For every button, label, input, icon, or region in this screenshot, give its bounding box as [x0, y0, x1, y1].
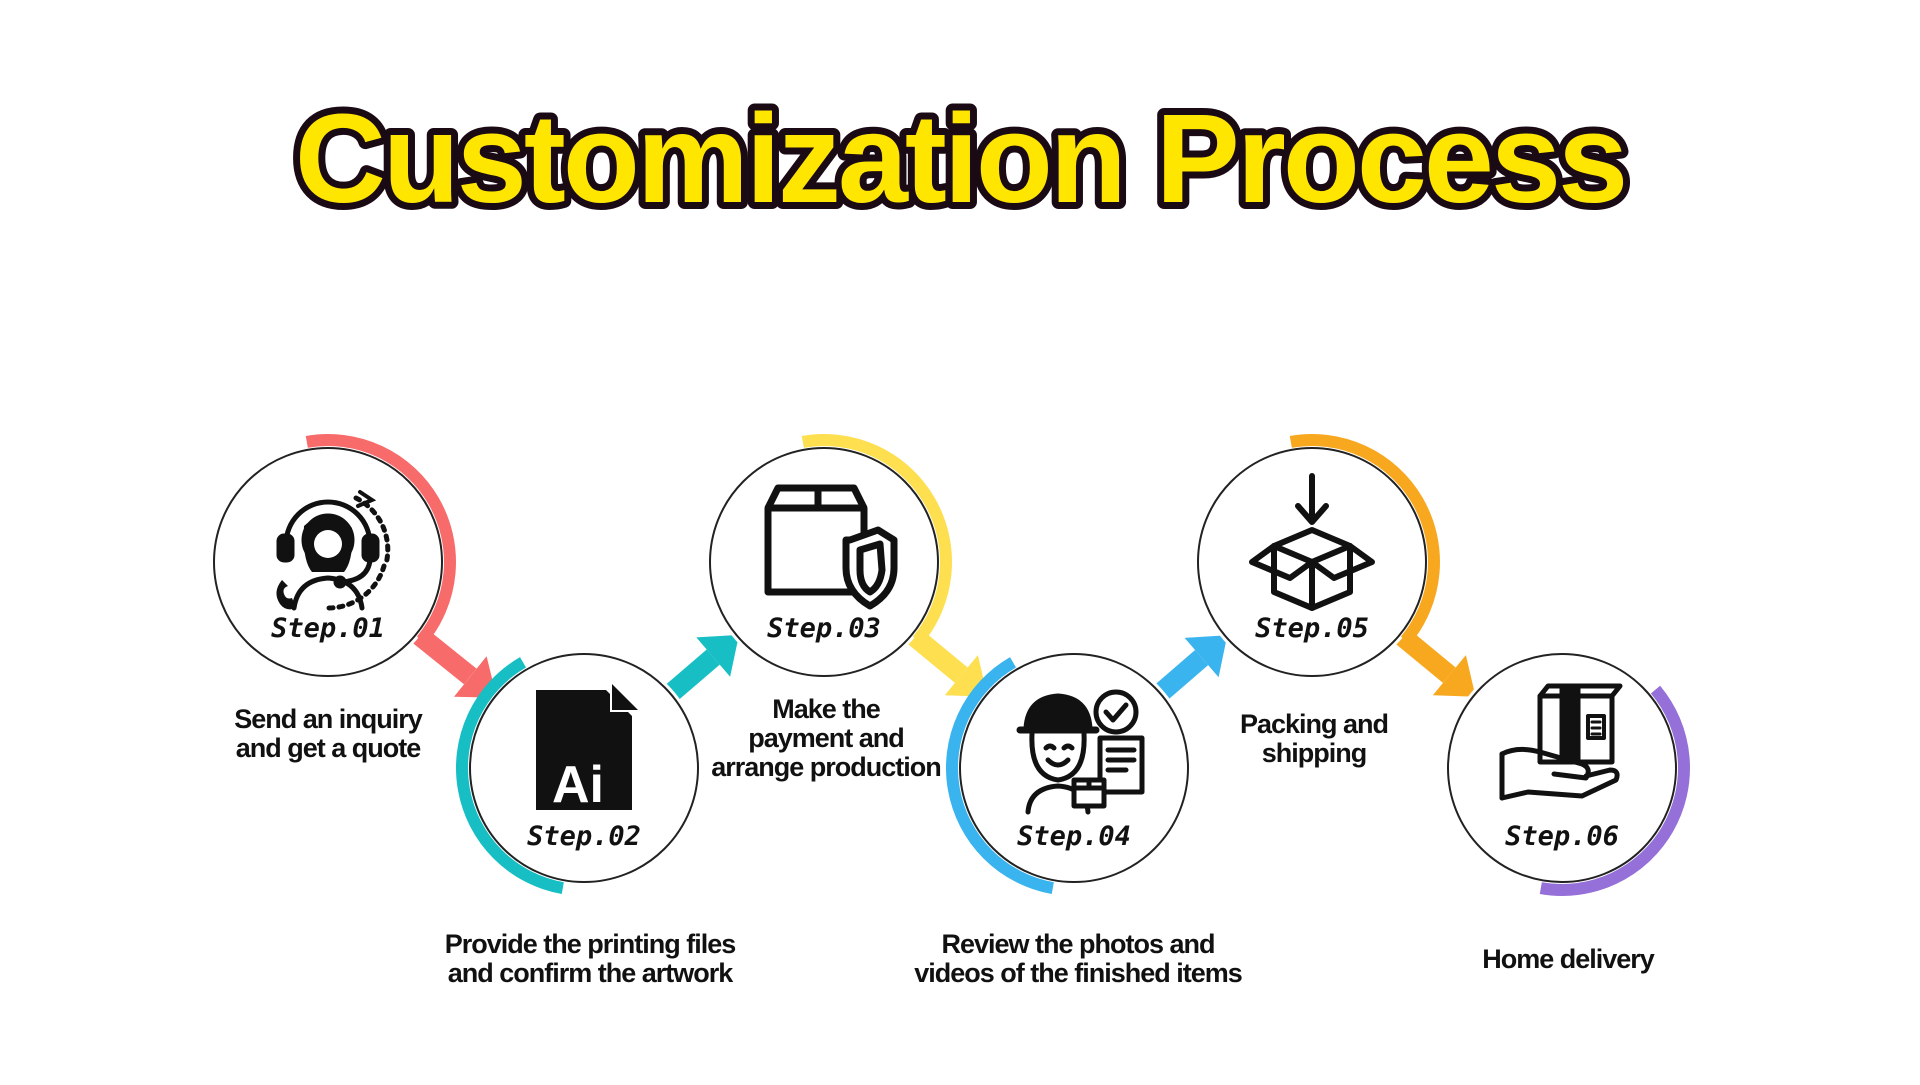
step-ring-outline-2: [469, 653, 699, 883]
step-circle-6: [1444, 650, 1680, 886]
connector-arrow-4-head: [1184, 635, 1228, 678]
page-title-outline: Customization Process: [295, 88, 1625, 229]
step-label-1: Step.01: [271, 613, 385, 644]
step-ring-outline-6: [1447, 653, 1677, 883]
step-description-5: Packing and shipping: [1239, 709, 1389, 768]
step-ring-accent-4: [946, 657, 1054, 895]
open-box-arrow-icon: [1249, 473, 1375, 611]
step-description-2: Provide the printing files and confirm t…: [444, 929, 737, 988]
box-shield-icon: [764, 484, 898, 610]
step-description-6: Home delivery: [1482, 944, 1655, 974]
ai-file-icon: Ai: [536, 684, 638, 814]
step-description-1: Send an inquiry and get a quote: [234, 704, 423, 763]
step-label-6: Step.06: [1505, 821, 1619, 852]
step-ring-accent-5: [1289, 434, 1440, 645]
step-label-2: Step.02: [527, 821, 641, 852]
step-ring-outline-5: [1197, 447, 1427, 677]
step-label-5: Step.05: [1255, 613, 1369, 644]
worker-inspection-icon: [1016, 689, 1145, 815]
step-ring-accent-6: [1539, 685, 1690, 896]
page-title: Customization Process: [295, 88, 1625, 229]
step-circle-4: [956, 650, 1192, 886]
svg-text:Ai: Ai: [552, 756, 604, 814]
step-labels: Step.01 Step.02 Step.03 Step.04 Step.05 …: [271, 613, 1619, 852]
step-ring-accent-3: [801, 434, 952, 645]
step-ring-accent-1: [305, 434, 456, 645]
step-label-4: Step.04: [1017, 821, 1131, 852]
step-description-3: Make the payment and arrange production: [711, 694, 942, 782]
customer-service-headset-icon: [276, 490, 391, 611]
step-description-4: Review the photos and videos of the fini…: [914, 929, 1243, 988]
connector-arrow-5-head: [1432, 655, 1476, 697]
step-circle-3: [706, 444, 942, 680]
step-ring-outline-3: [709, 447, 939, 677]
step-ring-accent-2: [456, 657, 564, 895]
connector-arrow-2-head: [696, 634, 739, 677]
step-label-3: Step.03: [767, 613, 881, 644]
hand-holding-package-icon: [1499, 683, 1623, 801]
step-ring-outline-4: [959, 653, 1189, 883]
step-ring-outline-1: [213, 447, 443, 677]
